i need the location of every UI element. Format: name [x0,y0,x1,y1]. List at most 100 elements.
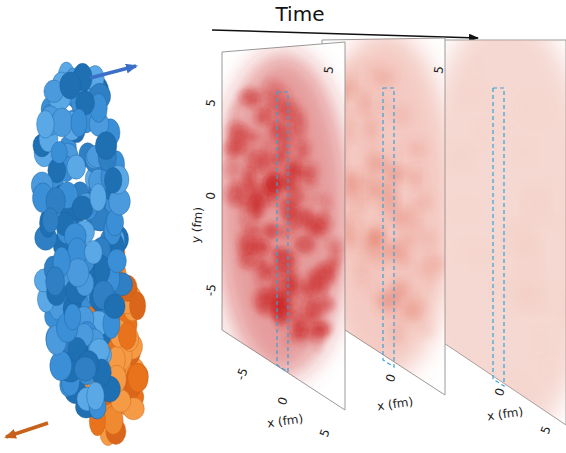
y-tick: 5 [433,65,446,74]
heat-spot [518,146,531,162]
nucleon [64,304,80,330]
y-tick: 5 [205,98,218,107]
heat-spot [418,227,439,248]
heat-spot [287,207,304,231]
heat-spot [376,66,398,89]
heat-spot [475,127,484,144]
nucleon [51,108,72,137]
heat-spot [455,202,474,216]
heat-spot [552,214,561,230]
heat-spot [405,139,425,152]
x-tick: 0 [493,386,507,397]
heat-spot [463,244,485,257]
nucleon [130,292,146,320]
axis-label: y (fm) [189,206,204,243]
x-tick: -5 [234,366,249,381]
heat-spot [389,186,398,211]
heat-spot [544,358,559,376]
heat-spot [468,61,478,73]
axis-label: x (fm) [266,413,304,430]
nucleon [87,382,105,410]
heat-spot [559,310,566,321]
heat-spot [521,244,537,266]
heat-spot [350,206,362,220]
heat-spot [362,122,380,143]
heat-spot [420,324,434,336]
heat-spot [411,211,421,235]
nucleon [104,168,122,194]
heat-spot [294,234,316,254]
nucleus-collision [31,62,148,446]
heat-spot [410,201,418,211]
axis-label: x (fm) [486,406,524,423]
heat-spot [509,378,526,399]
heat-spot [551,374,560,390]
heat-spot [279,171,300,189]
heat-spot [273,277,293,299]
orange-arrow [6,423,48,437]
heat-spot [296,296,310,307]
heat-spot [246,223,263,235]
heat-spot [224,159,242,179]
nucleon [60,72,81,99]
heat-spot [552,289,566,305]
heat-spot [387,321,397,340]
y-tick: 0 [205,191,218,200]
heat-spot [249,193,269,216]
heat-spot [359,95,374,118]
heat-spot [307,193,322,204]
blue-arrow [90,66,136,78]
heat-spot [348,219,369,232]
nucleon [85,241,103,265]
time-label: Time [276,4,325,24]
heat-spot [355,195,368,209]
heat-spot [411,169,429,185]
nucleon [37,110,55,138]
nucleon [104,294,125,318]
heat-spot [307,271,318,295]
x-tick: 5 [318,427,332,438]
heat-spot [237,232,252,255]
heat-spot [528,192,544,217]
heat-spot [295,108,306,133]
heat-spot [516,279,537,303]
x-tick: 5 [539,424,553,435]
heat-spot [565,310,566,320]
nucleon [90,184,107,212]
heat-spot [352,260,368,274]
heat-spot [535,331,544,351]
heat-spot [316,228,329,239]
panel-1 [215,42,350,410]
y-tick: 5 [323,65,336,74]
heat-spot [451,149,470,167]
heat-spot [419,193,432,212]
heat-spot [367,185,378,206]
heat-spot [524,97,546,120]
time-arrow [212,30,478,38]
heat-spot [316,262,330,284]
x-tick: 0 [276,395,290,406]
heat-spot [380,97,389,113]
nucleon [118,322,136,349]
heat-spot [421,266,439,291]
heat-spot [308,323,328,342]
heat-spot [371,227,383,248]
heat-spot [389,241,402,258]
heat-spot [479,254,497,265]
heat-spot [224,143,245,154]
y-tick: -5 [204,283,218,297]
heat-spot [242,255,262,270]
heat-spot [325,237,345,251]
heat-spot [323,193,332,212]
heat-spot [366,155,387,173]
nucleon [46,267,65,296]
x-tick: 0 [384,372,398,383]
nucleon [74,357,96,381]
heat-spot [247,89,269,100]
heat-spot [400,233,416,248]
heat-spot [262,142,270,165]
nucleon [67,155,86,179]
heat-spot [493,279,503,294]
nucleon [71,109,87,137]
